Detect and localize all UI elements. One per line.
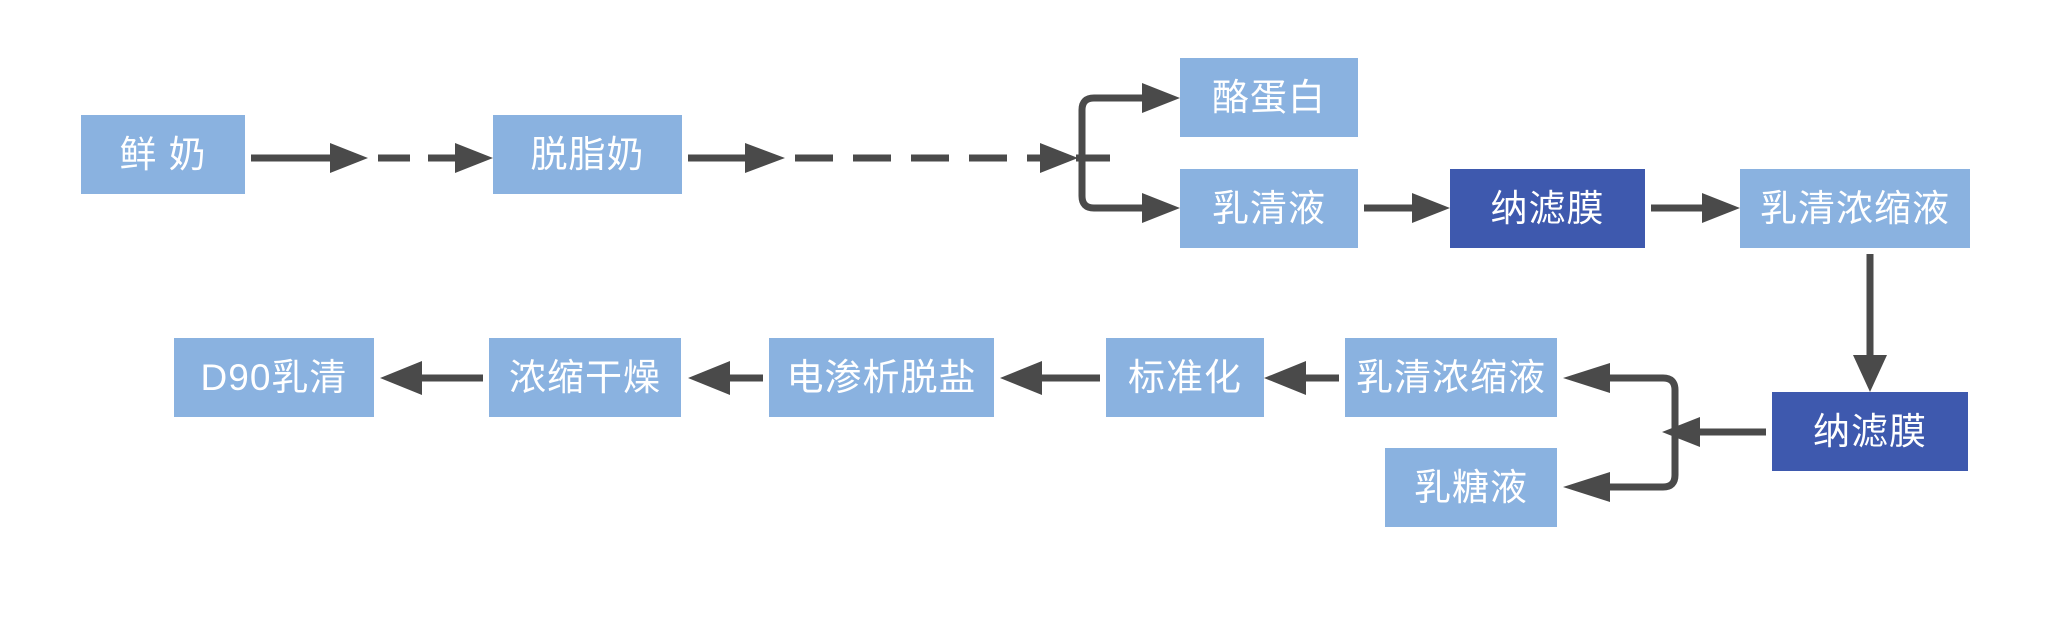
edge-ed-desalt-to-conc-dry <box>688 361 763 395</box>
node-label: 乳清浓缩液 <box>1356 357 1546 398</box>
edge-standardize-to-ed-desalt <box>1000 361 1100 395</box>
node-label: 乳清浓缩液 <box>1760 188 1950 229</box>
node-lactose-liquid[interactable]: 乳糖液 <box>1385 448 1557 527</box>
node-label: D90乳清 <box>200 357 348 398</box>
node-whey-concentrate-top[interactable]: 乳清浓缩液 <box>1740 169 1970 248</box>
node-label: 标准化 <box>1128 357 1242 398</box>
edge-whey-conc-top-to-nf-membrane-2 <box>1853 254 1887 392</box>
edge-fresh-milk-to-skim-milk <box>251 143 525 173</box>
node-whey-concentrate-bottom[interactable]: 乳清浓缩液 <box>1345 338 1557 417</box>
edge-whey-conc-bottom-to-standardize <box>1264 361 1339 395</box>
node-label: 酪蛋白 <box>1212 77 1326 118</box>
edge-split-left-to-lactose-liquid <box>1563 432 1679 502</box>
node-label: 鲜 奶 <box>119 134 207 175</box>
edge-conc-dry-to-d90-whey <box>380 361 483 395</box>
node-label: 电渗析脱盐 <box>786 357 977 398</box>
edge-nf-membrane-2-to-split-left <box>1662 417 1766 447</box>
edge-skim-milk-to-split <box>688 143 1110 173</box>
node-standardization[interactable]: 标准化 <box>1106 338 1264 417</box>
edge-split-to-casein <box>1078 83 1180 158</box>
node-label: 纳滤膜 <box>1813 411 1927 452</box>
node-nf-membrane-2[interactable]: 纳滤膜 <box>1772 392 1968 471</box>
node-d90-whey[interactable]: D90乳清 <box>174 338 374 417</box>
node-label: 乳糖液 <box>1414 467 1528 508</box>
node-casein[interactable]: 酪蛋白 <box>1180 58 1358 137</box>
node-label: 纳滤膜 <box>1490 188 1605 229</box>
edge-whey-liquid-to-nf-membrane-1 <box>1364 193 1450 223</box>
node-concentrate-dry[interactable]: 浓缩干燥 <box>489 338 681 417</box>
node-fresh-milk[interactable]: 鲜 奶 <box>81 115 245 194</box>
edge-split-to-whey-liquid <box>1078 158 1180 223</box>
node-label: 乳清液 <box>1212 188 1326 229</box>
edge-nf-membrane-1-to-whey-conc-top <box>1651 193 1740 223</box>
node-label: 浓缩干燥 <box>509 357 661 398</box>
node-skim-milk[interactable]: 脱脂奶 <box>493 115 682 194</box>
node-whey-liquid[interactable]: 乳清液 <box>1180 169 1358 248</box>
node-electrodialysis-desalting[interactable]: 电渗析脱盐 <box>769 338 994 417</box>
node-nf-membrane-1[interactable]: 纳滤膜 <box>1450 169 1645 248</box>
edge-split-left-to-whey-conc-bottom <box>1563 363 1679 432</box>
node-label: 脱脂奶 <box>530 134 645 175</box>
